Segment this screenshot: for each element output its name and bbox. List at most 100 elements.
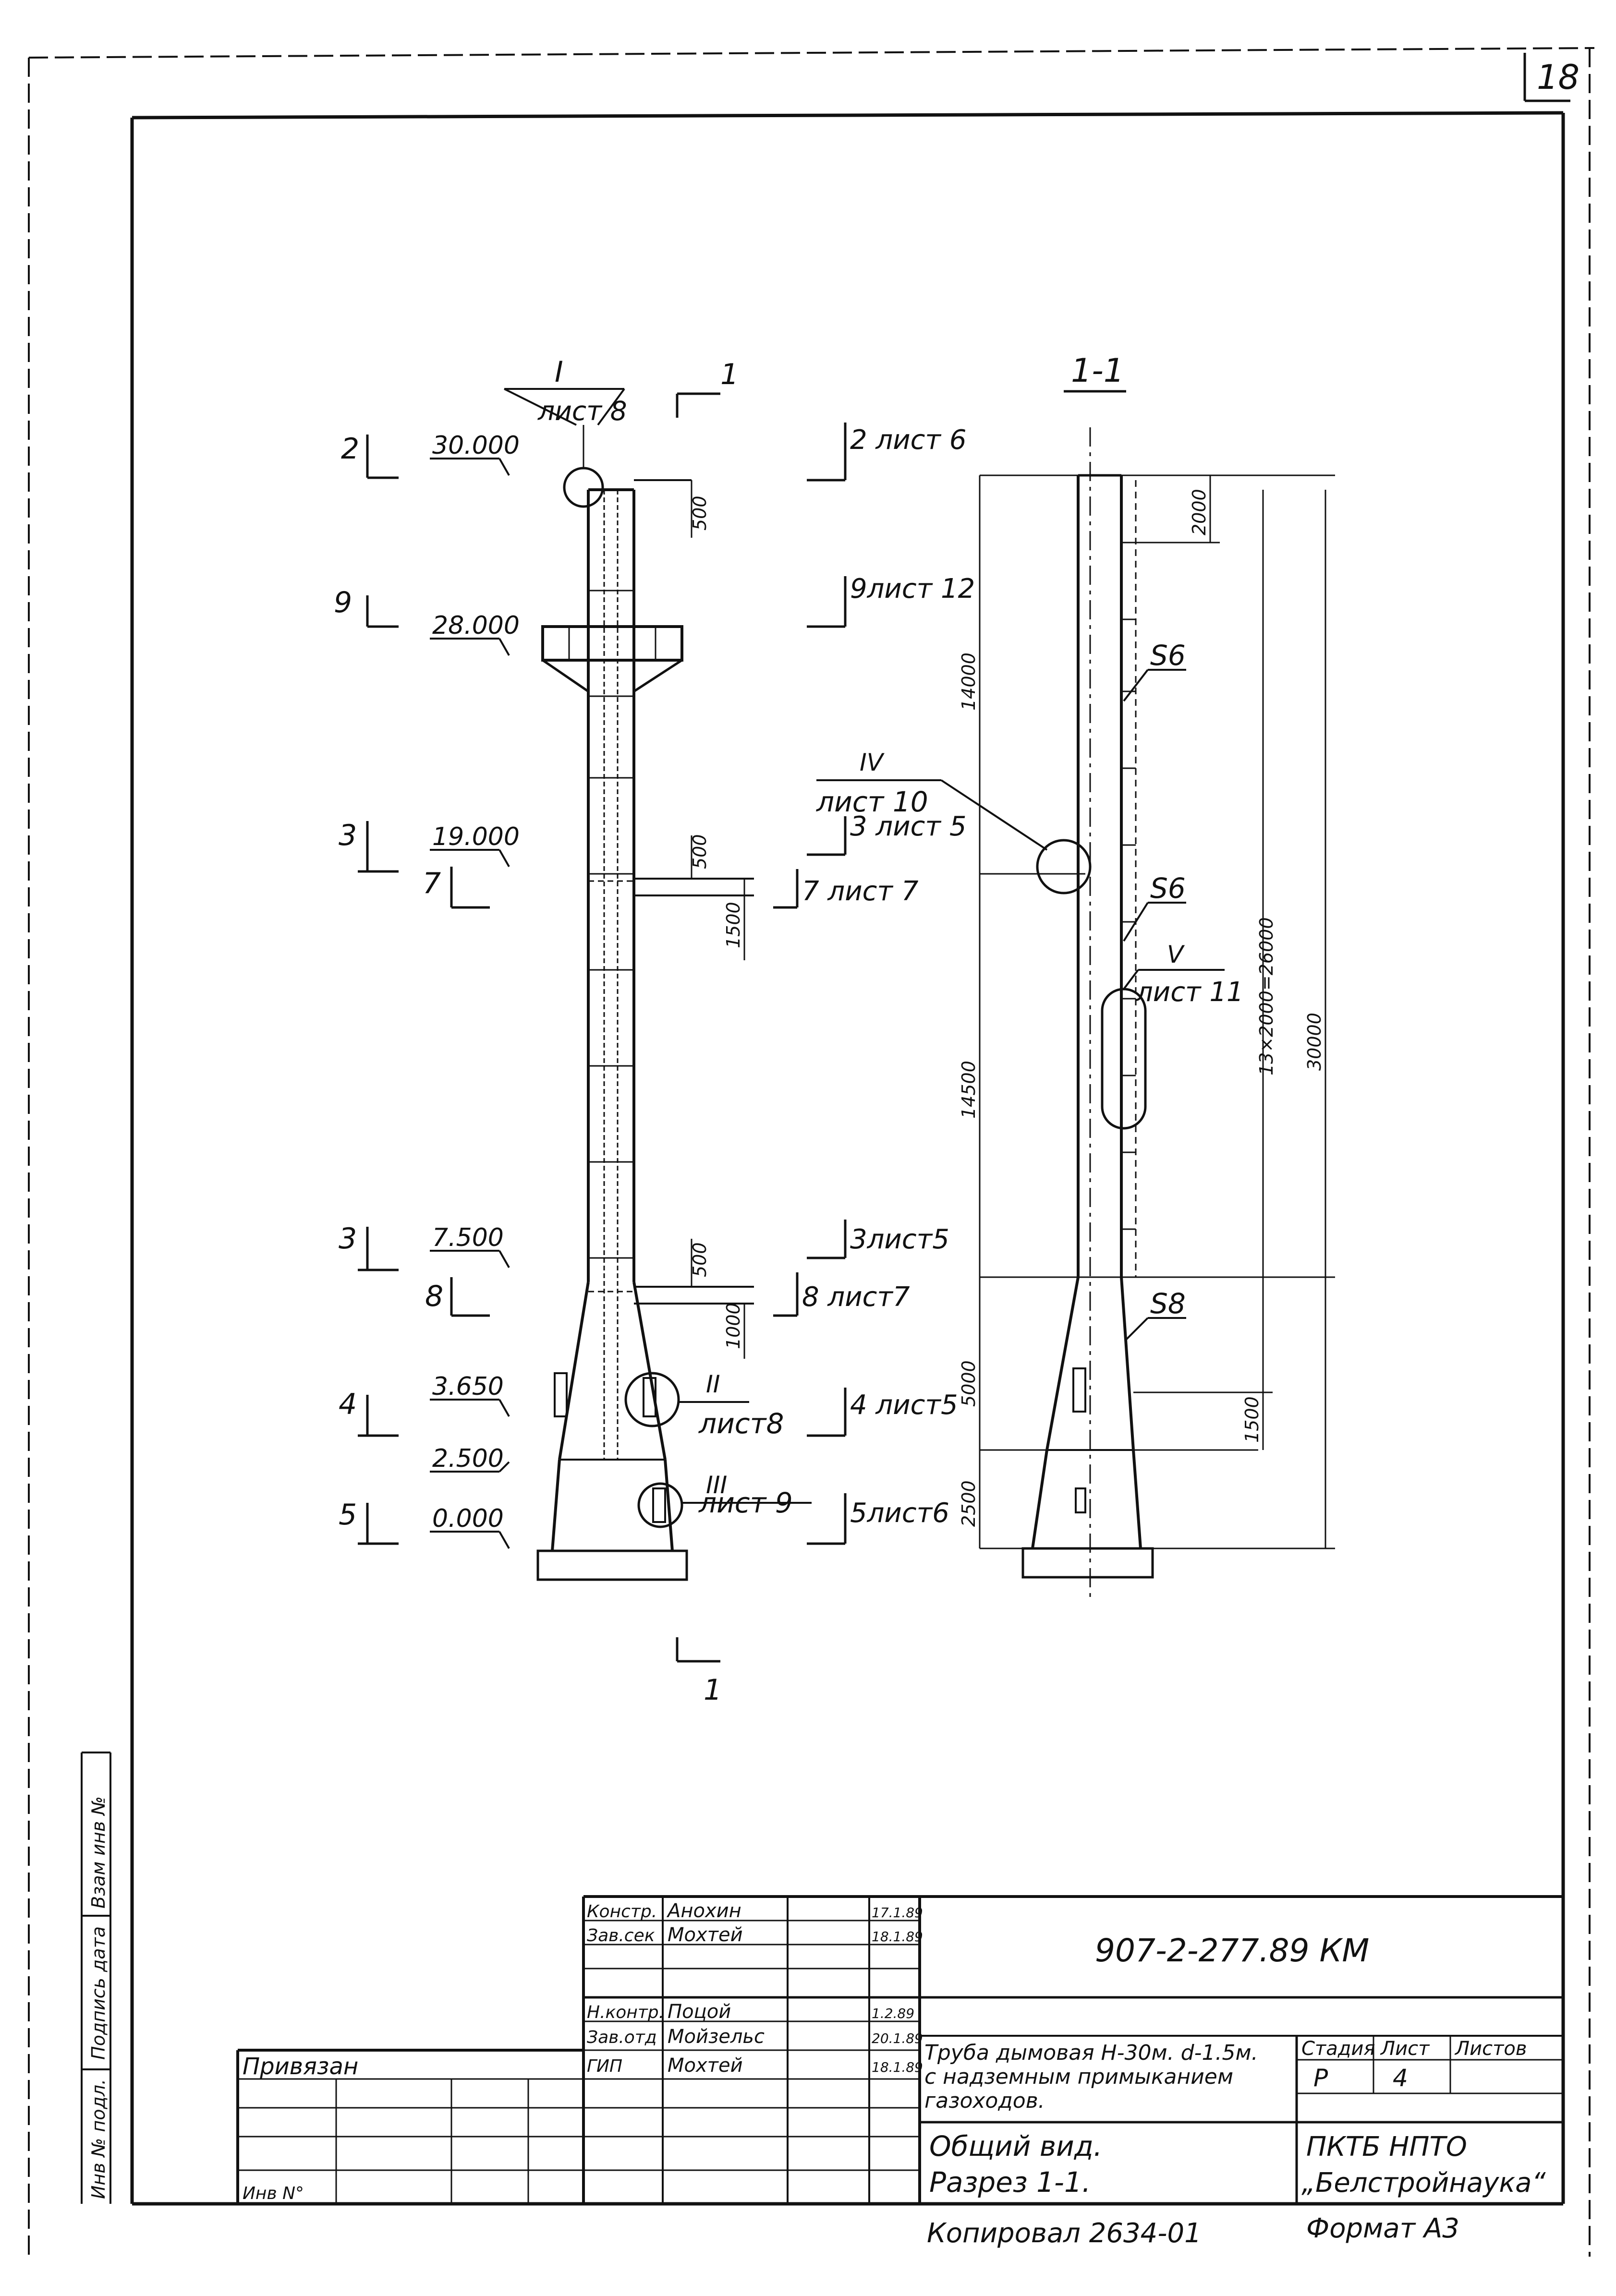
dim-13x2000: 13×2000=26000 (1256, 917, 1277, 1075)
ref-5-sheet-6: 5лист6 (850, 1498, 949, 1529)
s8-leader (1125, 1317, 1149, 1341)
callout-III-mark: III (706, 1471, 727, 1499)
marker-I-label: I (509, 384, 510, 385)
name-4: Мойзельс (668, 2026, 765, 2048)
callout-V-sheet: лист 11 (1135, 977, 1244, 1008)
callout-I-sheet: лист 8 (537, 396, 627, 426)
drawing-frame (130, 111, 1565, 2206)
description-line-1: Труба дымовая Н-30м. d-1.5м. (924, 2041, 1258, 2065)
name-5: Мохтей (668, 2054, 743, 2077)
sheets-header: Листов (1454, 2038, 1527, 2060)
elevation-30000: 30.000 (432, 431, 520, 460)
stamp-inv-no: Инв № подл. (88, 2079, 109, 2199)
marker-top-1: 1 (720, 358, 739, 391)
ref-3-sheet-5-lower: 3лист5 (850, 1224, 949, 1255)
name-2: Мохтей (668, 1924, 743, 1946)
label-s6-lower: S6 (1150, 872, 1186, 905)
ref-4-sheet-5: 4 лист5 (850, 1390, 958, 1421)
ref-9-sheet-12: 9лист 12 (850, 573, 975, 604)
org-line-2: „Белстройнаука“ (1301, 2167, 1546, 2199)
detail-III-circle (637, 1482, 683, 1528)
dim-1500: 1500 (1241, 1396, 1263, 1443)
s6-upper-leader (1123, 669, 1149, 702)
elevation-19000: 19.000 (432, 822, 520, 851)
role-4: Зав.отд (587, 2028, 657, 2047)
callout-V-mark: V (1167, 941, 1185, 968)
marker-4: 4 (339, 1388, 357, 1421)
section-extension-lines (979, 474, 1335, 1549)
label-s8: S8 (1150, 1287, 1186, 1320)
stage-header: Стадия (1301, 2038, 1375, 2060)
inv-label: Инв N° (243, 2184, 304, 2203)
elevation-2500: 2.500 (432, 1444, 504, 1473)
callout-IV-sheet: лист 10 (816, 785, 928, 818)
sheet-frame (28, 47, 1595, 2257)
section-title: 1-1 (1071, 352, 1124, 390)
date-2: 18.1.89 (872, 1929, 923, 1945)
sheet-header: Лист (1380, 2038, 1430, 2060)
section-cut-markers-left (358, 392, 720, 1663)
date-5: 18.1.89 (872, 2059, 923, 2075)
detail-II-circle (624, 1372, 680, 1427)
elevation-3650: 3.650 (432, 1372, 504, 1401)
marker-9: 9 (334, 586, 352, 619)
elevation-28000: 28.000 (432, 611, 520, 640)
marker-3-lower: 3 (339, 1222, 357, 1256)
elevation-marks (430, 458, 510, 1549)
callout-II-mark: II (706, 1370, 720, 1398)
chimney-general-view (536, 488, 688, 1581)
dim-30000: 30000 (1304, 1013, 1325, 1071)
callout-I-mark: I (555, 355, 563, 389)
callout-IV-mark: IV (860, 749, 885, 776)
dim-500-top: 500 (689, 495, 710, 531)
description-line-3: газоходов. (924, 2089, 1045, 2113)
marker-3-upper: 3 (339, 819, 357, 852)
date-1: 17.1.89 (872, 1905, 923, 1921)
marker-8: 8 (425, 1280, 443, 1313)
dim-500-low: 500 (689, 1242, 710, 1277)
dimensions-left (691, 480, 745, 1359)
side-stamp (81, 1752, 111, 2204)
copied-note: Копировал 2634-01 (927, 2218, 1202, 2249)
doc-code: 907-2-277.89 КМ (1095, 1932, 1369, 1969)
elevation-7500: 7.500 (432, 1223, 504, 1252)
ref-8-sheet-7: 8 лист7 (802, 1281, 910, 1313)
callout-III-sheet: лист 9 (698, 1486, 793, 1519)
callout-II-sheet: лист8 (698, 1407, 784, 1440)
dim-1500: 1500 (723, 902, 744, 948)
dim-2000: 2000 (1189, 489, 1210, 535)
stage-value: Р (1313, 2064, 1328, 2092)
marker-2: 2 (341, 432, 359, 466)
marker-7: 7 (423, 867, 441, 900)
marker-5: 5 (339, 1498, 357, 1532)
marker-bottom-1: 1 (704, 1673, 722, 1707)
s6-lower-leader (1123, 902, 1149, 942)
callout-IV-leader-diag (940, 779, 1048, 851)
sheet-number: 4 (1393, 2064, 1408, 2092)
ref-7-sheet-7: 7 лист 7 (802, 876, 919, 907)
chimney-section-view (1021, 427, 1154, 1599)
date-3: 1.2.89 (872, 2006, 914, 2021)
elevation-0000: 0.000 (432, 1504, 504, 1533)
callout-I (504, 388, 625, 468)
description-line-2: с надземным примыканием (924, 2065, 1233, 2089)
label-s6-upper: S6 (1150, 639, 1186, 672)
callout-V-leader-diag (1123, 969, 1139, 990)
dim-1000: 1000 (723, 1303, 744, 1349)
section-ref-markers (773, 423, 847, 1545)
ref-3-sheet-5-upper: 3 лист 5 (850, 811, 966, 842)
name-3: Поцой (668, 2001, 731, 2023)
detail-IV-circle (1036, 839, 1092, 894)
stamp-replace-inv: Взам инв № (88, 1796, 109, 1909)
dim-5000: 5000 (958, 1360, 979, 1407)
role-3: Н.контр. (587, 2003, 664, 2022)
name-1: Анохин (666, 1900, 741, 1922)
detail-V-oval (1101, 988, 1147, 1130)
dim-14500: 14500 (958, 1061, 979, 1119)
role-2: Зав.сек (587, 1926, 655, 1946)
detail-I-circle (563, 467, 604, 508)
sheet-title-line-2: Разрез 1-1. (929, 2166, 1091, 2199)
title-block (236, 1895, 1563, 2205)
stamp-signature-date: Подпись дата (88, 1926, 109, 2060)
